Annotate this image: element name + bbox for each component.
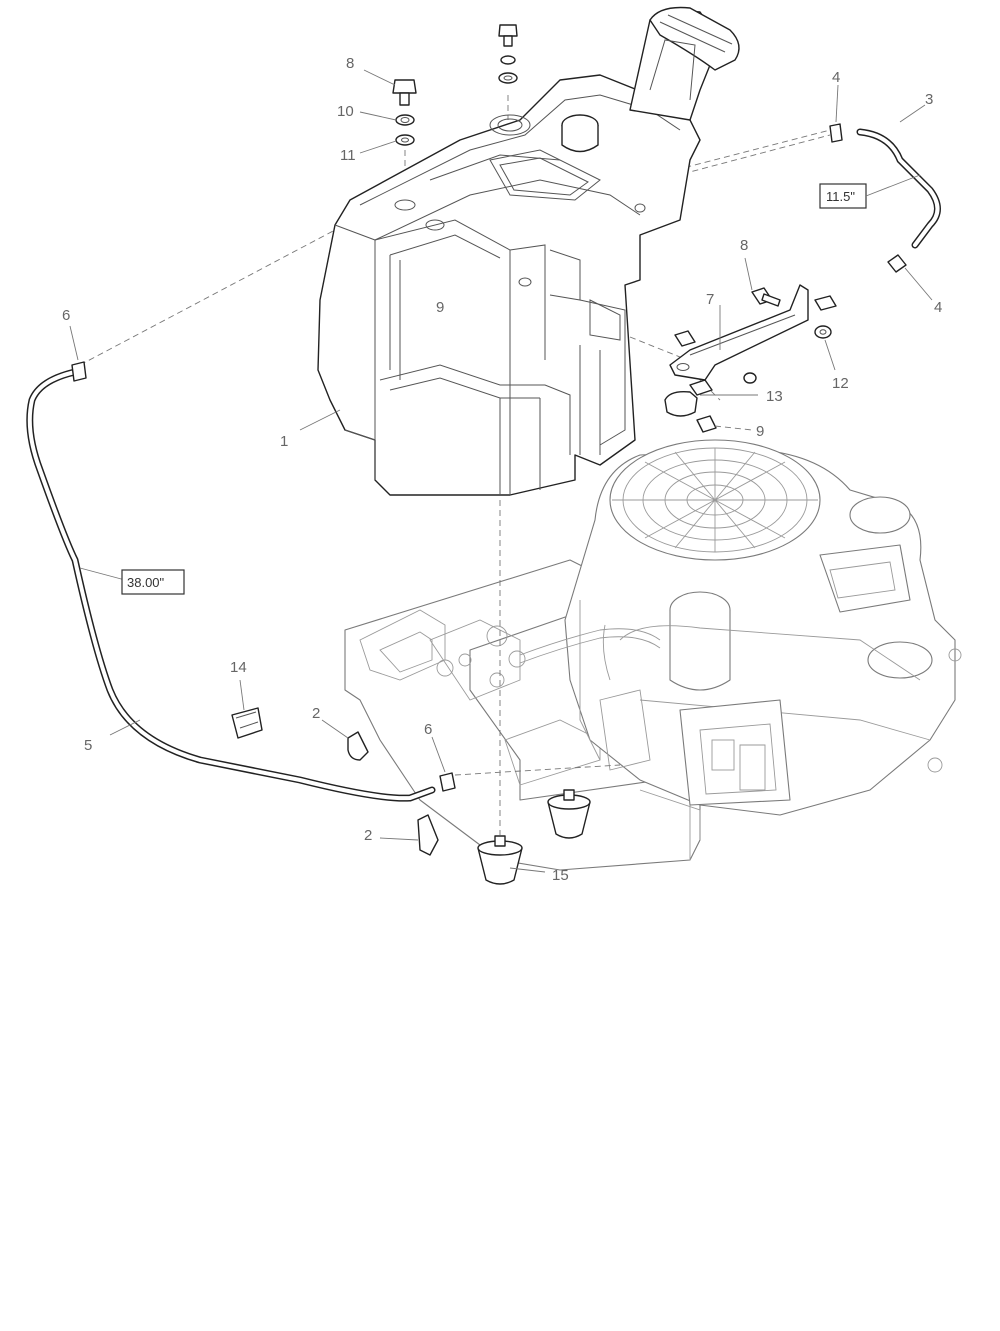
callout-9-lower: 9 [756, 423, 764, 440]
dimension-fuel-hose-length: 38.00" [121, 569, 185, 595]
callout-12: 12 [832, 375, 849, 392]
callout-14: 14 [230, 659, 247, 676]
callout-3: 3 [925, 91, 933, 108]
callout-2-upper: 2 [312, 705, 320, 722]
hardware-leaders [359, 69, 397, 154]
callout-15: 15 [552, 867, 569, 884]
vent-hose-assembly [829, 84, 941, 301]
callout-8-lower: 8 [740, 237, 748, 254]
dimension-vent-hose-length: 11.5" [819, 174, 921, 209]
hose-clips [231, 679, 439, 856]
fuel-hose-length-text: 38.00" [127, 575, 165, 590]
callout-10: 10 [337, 103, 354, 120]
callout-13: 13 [766, 388, 783, 405]
callout-7: 7 [706, 291, 714, 308]
fuel-tank [317, 6, 740, 496]
tank-mount-hardware [392, 24, 518, 146]
vent-hose-length-text: 11.5" [826, 189, 855, 204]
callout-8-upper: 8 [346, 55, 354, 72]
callout-5: 5 [84, 737, 92, 754]
fuel-hose [26, 325, 456, 802]
callout-6-lower: 6 [424, 721, 432, 738]
tank-bracket-assembly [299, 257, 837, 433]
engine [508, 439, 962, 816]
rubber-mounts [477, 789, 591, 885]
callout-1: 1 [280, 433, 288, 450]
callout-labels: 1 2 2 3 4 4 5 6 6 7 8 8 9 9 10 11 12 13 … [62, 55, 942, 884]
callout-9-upper: 9 [436, 299, 444, 316]
callout-2-lower: 2 [364, 827, 372, 844]
callout-6-upper: 6 [62, 307, 70, 324]
callout-11: 11 [340, 147, 356, 164]
callout-4-upper: 4 [832, 69, 840, 86]
callout-4-lower: 4 [934, 299, 942, 316]
